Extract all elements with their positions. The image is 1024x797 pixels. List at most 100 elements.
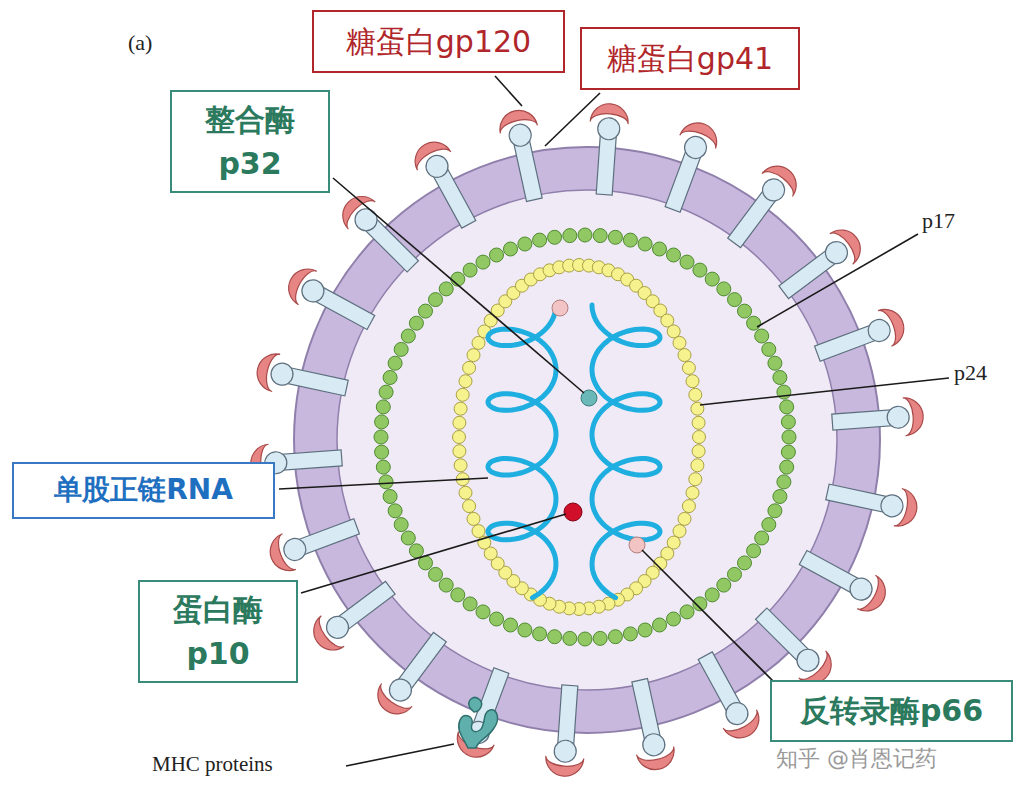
- matrix-dot: [653, 618, 667, 632]
- capsid-dot: [453, 416, 466, 429]
- matrix-dot: [705, 588, 719, 602]
- matrix-dot: [728, 567, 742, 581]
- envelope: [294, 147, 880, 733]
- spike-knob: [322, 612, 353, 643]
- matrix-dot: [782, 430, 796, 444]
- capsid-dot: [693, 431, 706, 444]
- spike: [748, 600, 839, 691]
- matrix-dot: [773, 371, 787, 385]
- matrix-dot: [728, 293, 742, 307]
- spike: [772, 222, 868, 307]
- capsid-dot: [456, 388, 469, 401]
- matrix-dot: [374, 430, 388, 444]
- spike: [585, 102, 629, 195]
- matrix-dot: [419, 304, 433, 318]
- spike-knob: [422, 151, 452, 181]
- matrix-dot: [638, 237, 652, 251]
- label-box: 整合酶 p32: [170, 90, 330, 193]
- capsid-dot: [691, 459, 704, 472]
- matrix-dot: [401, 531, 415, 545]
- matrix-dot: [768, 504, 782, 518]
- leader-lines: [279, 76, 949, 766]
- matrix-dot: [463, 597, 477, 611]
- matrix-dot: [518, 237, 532, 251]
- box-text: 蛋白酶 p10: [163, 588, 273, 675]
- matrix-dot: [638, 623, 652, 637]
- spike: [496, 107, 553, 204]
- capsid-dot: [472, 525, 485, 538]
- matrix-dot: [578, 228, 592, 242]
- matrix-dot: [375, 445, 389, 459]
- spike-knob: [507, 122, 533, 148]
- matrix-dot: [747, 544, 761, 558]
- spike-knob: [641, 732, 667, 758]
- matrix-dot: [623, 627, 637, 641]
- callout-label: p24: [954, 360, 987, 386]
- matrix-dot: [548, 630, 562, 644]
- matrix-dot: [533, 627, 547, 641]
- matrix-p17-dots: [374, 228, 796, 646]
- capsid-dot: [454, 459, 467, 472]
- matrix-dot: [375, 415, 389, 429]
- matrix-dot: [394, 518, 408, 532]
- matrix-dot: [401, 329, 415, 343]
- capsid-dot: [453, 431, 466, 444]
- capsid-dot: [682, 500, 695, 513]
- box-text: 糖蛋白gp120: [346, 20, 531, 64]
- spike-knob: [385, 675, 416, 706]
- matrix-dot: [476, 605, 490, 619]
- capsid-dot: [472, 336, 485, 349]
- matrix-dot: [429, 567, 443, 581]
- matrix-dot: [738, 556, 752, 570]
- envelope-inner: [337, 190, 837, 690]
- matrix-dot: [680, 605, 694, 619]
- protease-dot: [564, 503, 582, 521]
- matrix-dot: [780, 400, 794, 414]
- box-text: 反转录酶p66: [800, 689, 983, 733]
- matrix-dot: [563, 229, 577, 243]
- capsid-dot: [689, 473, 702, 486]
- spike: [254, 350, 351, 406]
- capsid-dot: [682, 361, 695, 374]
- rna-strand: [488, 305, 556, 598]
- matrix-dot: [563, 631, 577, 645]
- matrix-dot: [429, 293, 443, 307]
- capsid-dot: [667, 325, 680, 338]
- enzyme-dot: [552, 300, 568, 316]
- spike-knob: [879, 493, 905, 519]
- matrix-dot: [383, 490, 397, 504]
- capsid-dot: [467, 349, 480, 362]
- matrix-dot: [623, 233, 637, 247]
- label-box: 糖蛋白gp120: [312, 10, 565, 73]
- matrix-dot: [504, 242, 518, 256]
- spike-knob: [553, 739, 576, 762]
- capsid-dot: [689, 388, 702, 401]
- spike-knob: [281, 535, 309, 563]
- label-box: 单股正链RNA: [12, 462, 275, 519]
- matrix-dot: [608, 230, 622, 244]
- spike: [265, 509, 364, 577]
- matrix-dot: [717, 282, 731, 296]
- matrix-dot: [747, 316, 761, 330]
- label-box: 糖蛋白gp41: [580, 27, 800, 90]
- spike-knob: [350, 204, 381, 235]
- matrix-dot: [738, 304, 752, 318]
- matrix-dot: [504, 618, 518, 632]
- capsid-dot: [686, 486, 699, 499]
- label-box: 蛋白酶 p10: [138, 580, 298, 683]
- spike: [831, 396, 925, 441]
- spike: [335, 189, 426, 280]
- capsid-dot: [453, 445, 466, 458]
- matrix-dot: [379, 475, 393, 489]
- spike-knob: [865, 316, 893, 344]
- capsid-dot: [467, 512, 480, 525]
- matrix-dot: [376, 460, 390, 474]
- matrix-dot: [717, 578, 731, 592]
- spike-knob: [821, 237, 852, 268]
- box-text: 整合酶 p32: [195, 98, 305, 185]
- box-text: 糖蛋白gp41: [607, 37, 773, 81]
- matrix-dot: [755, 531, 769, 545]
- spike: [621, 676, 678, 773]
- rna-strand: [592, 305, 660, 598]
- matrix-dot: [780, 460, 794, 474]
